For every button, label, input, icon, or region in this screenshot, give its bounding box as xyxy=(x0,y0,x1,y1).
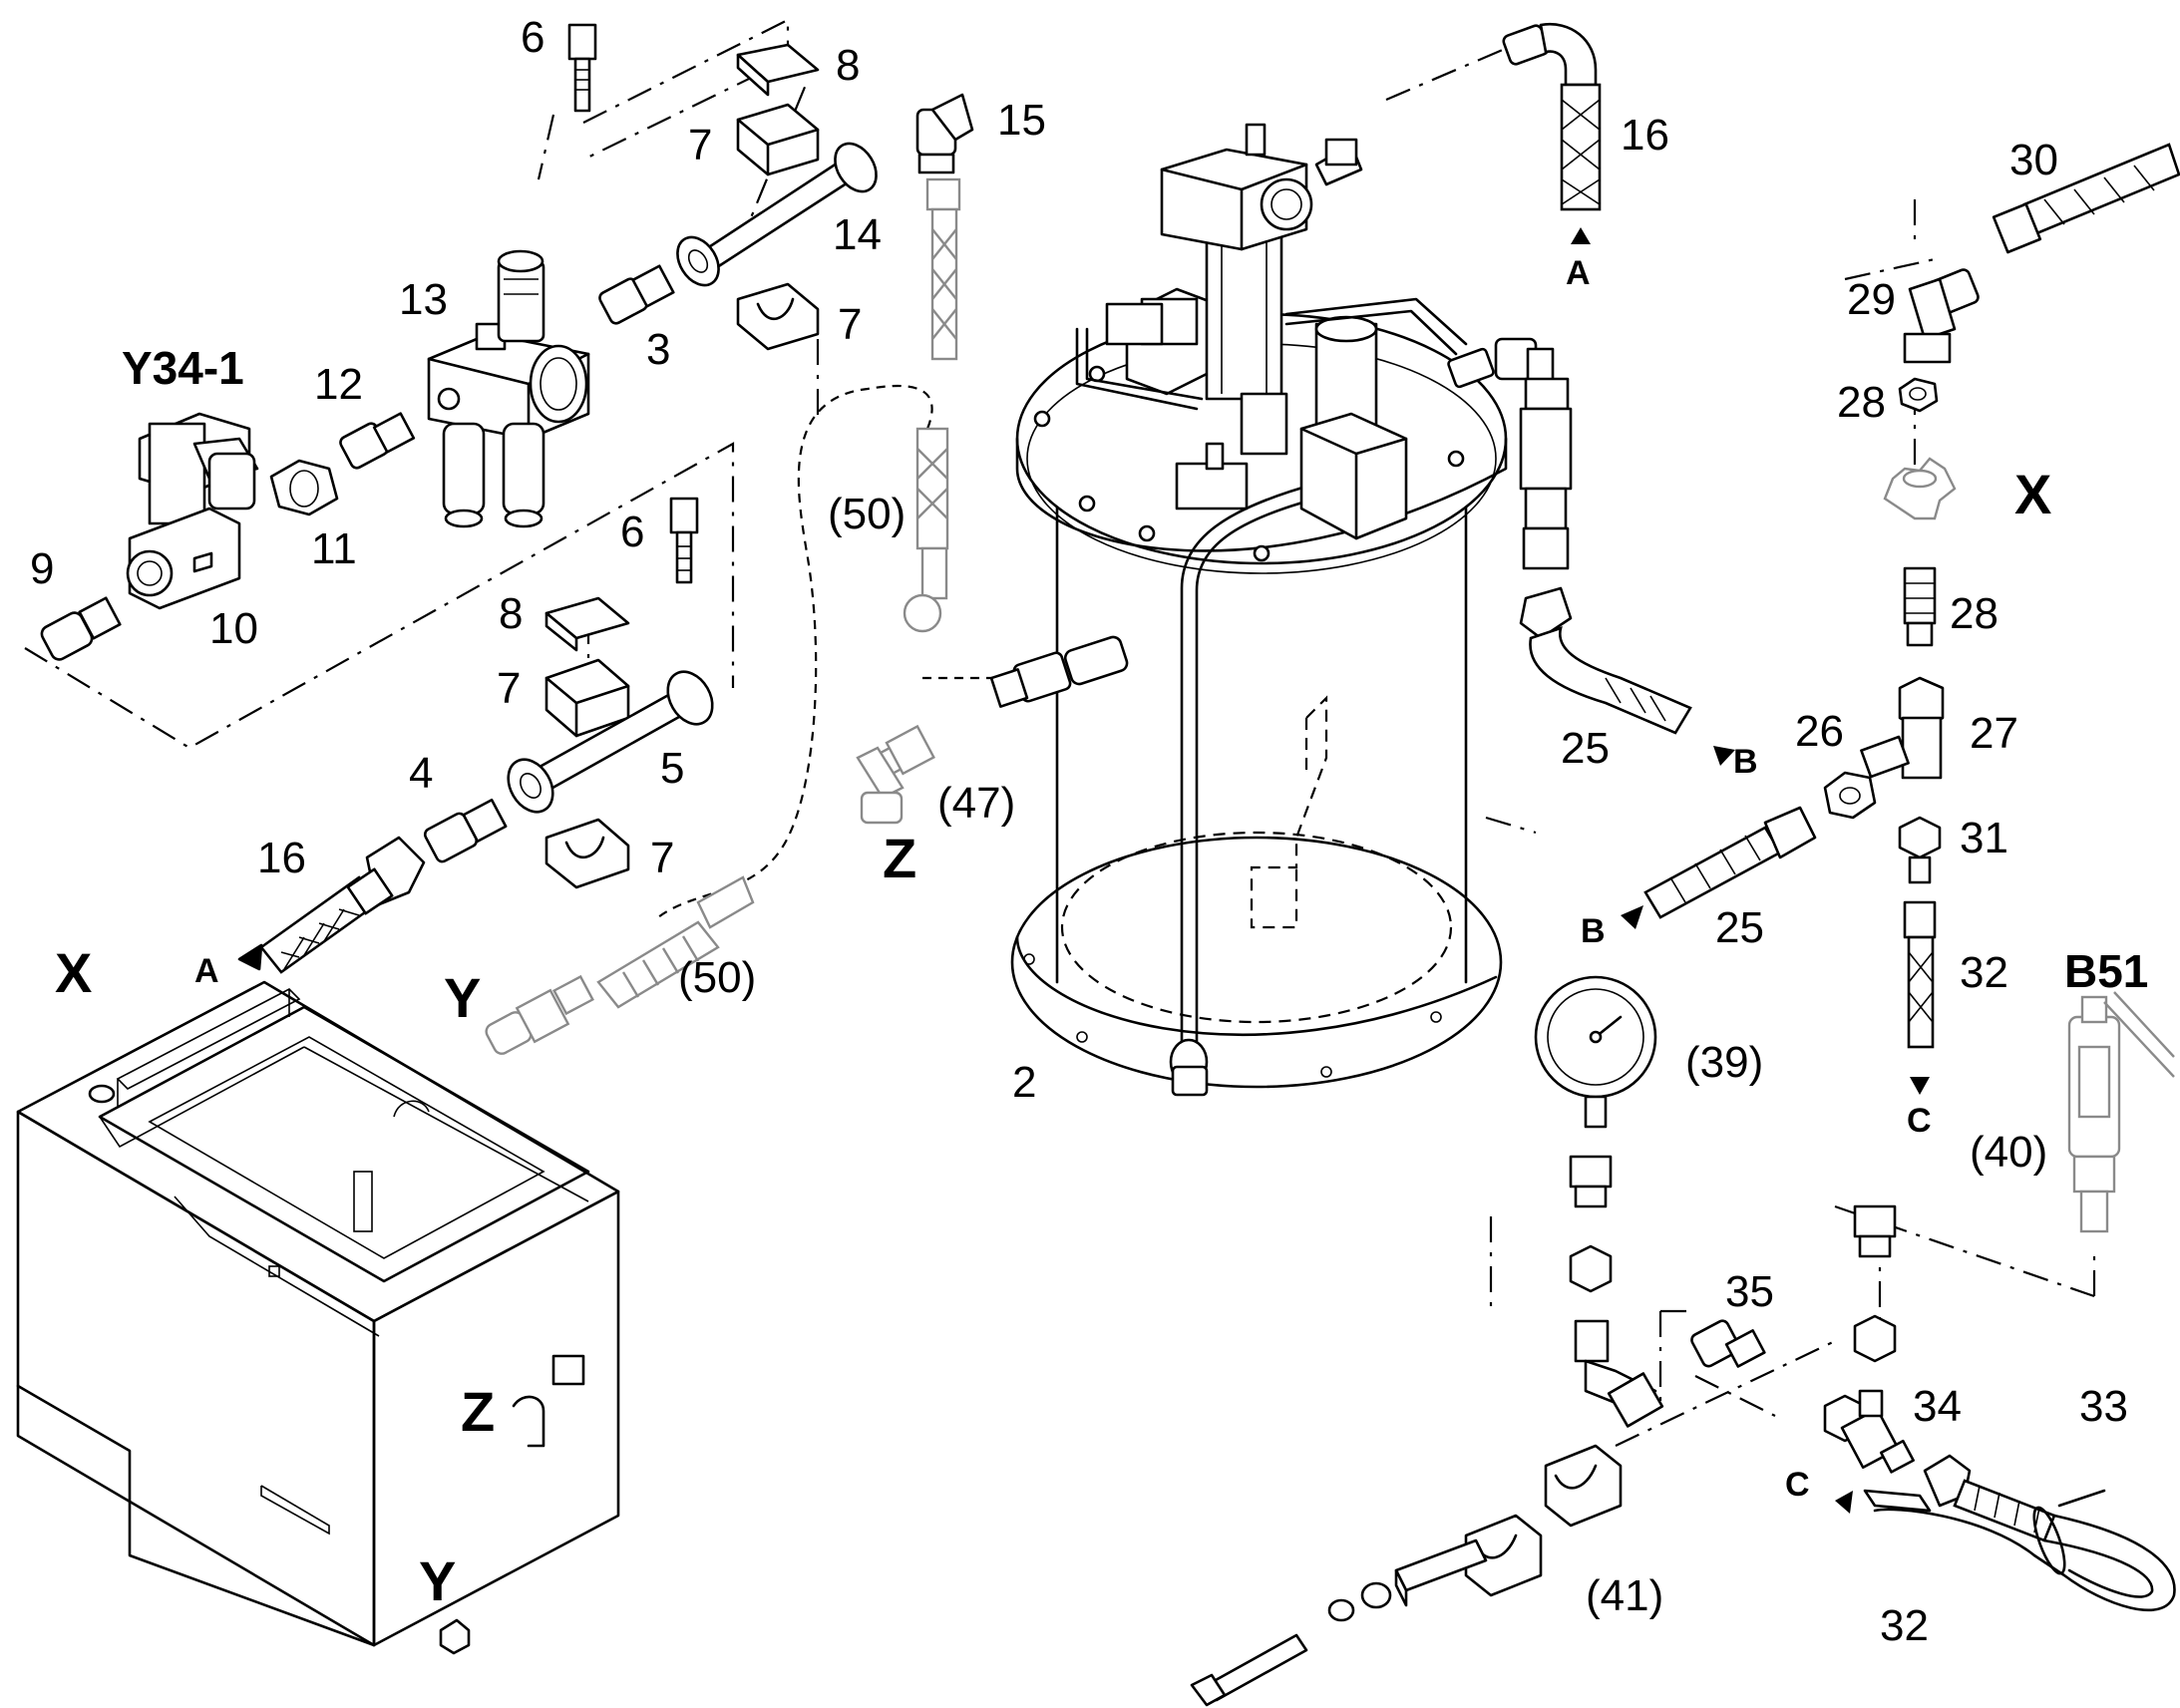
callout-arrow-C-lower: C xyxy=(1785,1466,1810,1504)
callout-Y34-1: Y34-1 xyxy=(122,342,244,394)
callout-30: 30 xyxy=(2009,136,2058,184)
hose-50-upper xyxy=(903,427,949,633)
clamp-block-7-lower xyxy=(736,282,820,351)
pipe-5 xyxy=(507,670,714,814)
arrow-A-left xyxy=(237,943,263,971)
fitting-Y-loose xyxy=(485,974,594,1055)
tee-fitting-34 xyxy=(1823,1389,1915,1474)
reference-lines xyxy=(24,18,2096,1447)
callout-Y-cabinet: Y xyxy=(419,1549,456,1612)
callout-28-top: 28 xyxy=(1837,378,1886,427)
clamp-block-7-mid-lower xyxy=(545,818,630,889)
callout-33: 33 xyxy=(2079,1382,2128,1431)
fitting-12 xyxy=(339,412,416,470)
callouts: 6 8 7 15 14 7 13 3 Y34-1 12 11 10 9 6 8 … xyxy=(30,13,2148,1650)
callout-5: 5 xyxy=(660,744,684,793)
callout-16-top: 16 xyxy=(1621,111,1669,160)
fitting-3 xyxy=(598,264,675,325)
fitting-9 xyxy=(40,596,122,661)
callout-7-top: 7 xyxy=(688,121,712,170)
callout-27: 27 xyxy=(1970,709,2018,758)
callout-14: 14 xyxy=(833,210,882,259)
callout-9: 9 xyxy=(30,544,54,593)
callout-25-upper: 25 xyxy=(1561,724,1610,773)
callout-50-upper: (50) xyxy=(828,490,906,538)
callout-7-mid: 7 xyxy=(497,664,521,713)
clamp-block-7-mid-upper xyxy=(545,658,630,738)
callout-8-mid: 8 xyxy=(499,589,523,638)
hose-25-upper xyxy=(1519,586,1735,766)
gauge-fittings xyxy=(1569,1155,1664,1428)
bolt-6-mid xyxy=(669,497,699,584)
callout-40: (40) xyxy=(1970,1128,2047,1177)
left-air-supply-assembly xyxy=(40,23,974,974)
clamp-block-7-upper xyxy=(736,103,820,176)
solenoid-valve-Y34-1 xyxy=(126,412,259,610)
callout-16-left: 16 xyxy=(257,834,306,882)
pipe-14 xyxy=(676,142,878,287)
filter-regulator-13 xyxy=(427,249,590,528)
callout-32-vertical: 32 xyxy=(1960,948,2008,997)
callout-39: (39) xyxy=(1685,1038,1763,1087)
callout-arrow-B-lower: B xyxy=(1581,912,1606,950)
elbow-fitting-15 xyxy=(915,93,974,174)
callout-25-lower: 25 xyxy=(1715,903,1764,952)
fitting-4 xyxy=(423,798,508,863)
right-fitting-stack xyxy=(1621,143,2180,1095)
callout-13: 13 xyxy=(399,275,448,324)
cabinet-housing xyxy=(16,980,620,1655)
callout-3: 3 xyxy=(646,325,670,374)
callout-7-mid-lower: 7 xyxy=(650,834,674,882)
callout-28-lower: 28 xyxy=(1950,589,1998,638)
callout-29: 29 xyxy=(1847,275,1896,324)
callout-X-knob: X xyxy=(2014,463,2051,525)
grey-hose-under-15 xyxy=(925,177,961,361)
callout-6-top: 6 xyxy=(521,13,545,62)
callout-15: 15 xyxy=(997,96,1046,145)
callout-Y-loose: Y xyxy=(444,966,481,1029)
callout-34: 34 xyxy=(1913,1382,1962,1431)
callout-2: 2 xyxy=(1012,1058,1036,1107)
hose-16-left xyxy=(259,836,426,974)
nut-11 xyxy=(269,459,339,516)
bolt-6-top xyxy=(567,23,597,113)
callout-12: 12 xyxy=(314,360,363,409)
callout-50-lower: (50) xyxy=(678,953,756,1002)
clamp-assembly-41 xyxy=(1190,1444,1623,1707)
callout-41: (41) xyxy=(1586,1571,1663,1620)
hose-16-top xyxy=(1502,22,1602,244)
callout-31: 31 xyxy=(1960,814,2008,862)
callout-7-top-lower: 7 xyxy=(838,300,862,349)
callout-Z-cabinet: Z xyxy=(461,1380,495,1443)
callout-B51: B51 xyxy=(2064,945,2148,997)
hose-33-loop xyxy=(1835,1454,2176,1612)
hose-route-50 xyxy=(657,384,933,918)
hose-50-lower xyxy=(596,875,755,1009)
elbow-Z-loose xyxy=(856,724,935,825)
pressure-gauge-39 xyxy=(1534,975,1657,1129)
callout-6-mid: 6 xyxy=(620,508,644,556)
callout-arrow-C-right: C xyxy=(1907,1102,1932,1140)
callout-arrow-B-upper: B xyxy=(1733,743,1758,781)
pressure-sensor-B51 xyxy=(2067,991,2175,1233)
callout-26: 26 xyxy=(1795,707,1844,756)
callout-Z-loose: Z xyxy=(883,827,916,889)
callout-47: (47) xyxy=(937,779,1015,828)
callout-arrow-A-left: A xyxy=(194,952,219,990)
callout-arrow-A-top: A xyxy=(1566,254,1591,292)
callout-8-top: 8 xyxy=(836,41,860,90)
callout-11: 11 xyxy=(311,524,357,573)
callout-10: 10 xyxy=(209,604,258,653)
fitting-35 xyxy=(1690,1319,1766,1368)
callout-32-lower: 32 xyxy=(1880,1601,1929,1650)
callout-35: 35 xyxy=(1725,1267,1774,1316)
fittings-34-upper xyxy=(1853,1204,1897,1363)
callout-X-cabinet: X xyxy=(55,941,92,1004)
callout-4: 4 xyxy=(409,749,433,798)
pressure-tank-2 xyxy=(989,123,1573,1097)
